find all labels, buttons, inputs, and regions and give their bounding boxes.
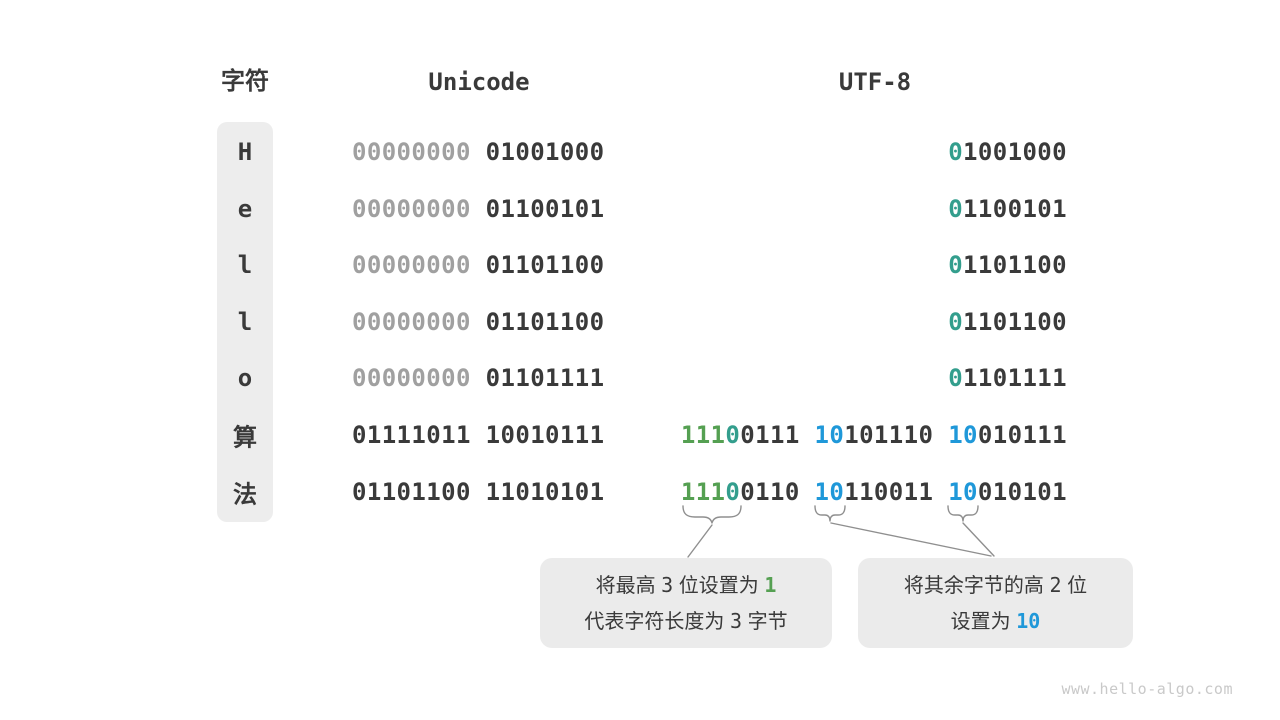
column-header-utf8: UTF-8 xyxy=(838,68,912,96)
bit-segment-num: 2 xyxy=(1049,573,1062,597)
bit-segment-blue: 10 xyxy=(948,420,978,449)
bit-segment-green: 1 xyxy=(764,573,777,597)
bit-segment-dark: 1100101 xyxy=(963,194,1067,223)
unicode-bits: 01111011 10010111 xyxy=(352,421,604,449)
bit-segment-dark: 0111 xyxy=(740,420,815,449)
connector-line-left-note xyxy=(687,524,713,558)
note-continuation-bytes: 将其余字节的高 2 位设置为 10 xyxy=(858,558,1133,648)
connector-line-second-byte xyxy=(830,522,992,557)
bit-segment-teal: 0 xyxy=(948,307,964,336)
bit-segment-dark: 0110 xyxy=(740,477,815,506)
bit-segment-dark: 1101100 xyxy=(963,307,1067,336)
bit-segment-text: 代表字符长度为 xyxy=(584,611,730,633)
bit-segment-text: 将其余字节的高 xyxy=(903,575,1050,597)
bit-segment-dark: 110011 xyxy=(844,477,949,506)
utf8-bits: 11100111 10101110 10010111 xyxy=(681,421,1067,449)
bit-segment-green: 111 xyxy=(680,477,726,506)
column-header-unicode: Unicode xyxy=(428,68,530,96)
bit-segment-dark: 01101100 11010101 xyxy=(352,477,605,506)
utf8-bits: 01101100 xyxy=(948,308,1067,336)
watermark: www.hello-algo.com xyxy=(1061,680,1233,698)
bit-segment-text: 将最高 xyxy=(595,575,662,597)
utf8-bits: 11100110 10110011 10010101 xyxy=(681,478,1067,506)
bit-segment-teal: 0 xyxy=(948,364,964,393)
unicode-bits: 01101100 11010101 xyxy=(352,478,604,506)
bit-segment-dark: 01101100 xyxy=(470,307,605,336)
character-cell: H xyxy=(237,137,253,166)
note-line: 将其余字节的高 2 位 xyxy=(858,567,1133,603)
unicode-bits: 00000000 01101111 xyxy=(352,364,604,392)
bit-segment-dark: 010101 xyxy=(977,477,1067,506)
bit-segment-dark: 010111 xyxy=(977,420,1067,449)
character-cell: 算 xyxy=(233,423,257,452)
unicode-bits: 00000000 01100101 xyxy=(352,195,604,223)
bit-segment-dark: 1101100 xyxy=(963,251,1067,280)
bit-segment-blue: 10 xyxy=(814,477,845,506)
bit-segment-gray: 00000000 xyxy=(352,194,471,223)
utf8-bits: 01101111 xyxy=(948,364,1067,392)
bit-segment-gray: 00000000 xyxy=(352,137,471,166)
bit-segment-teal: 0 xyxy=(725,420,741,449)
bit-segment-blue: 10 xyxy=(814,420,845,449)
character-cell: e xyxy=(237,194,253,223)
note-line: 设置为 10 xyxy=(858,603,1133,639)
bit-segment-dark: 01101111 xyxy=(470,364,605,393)
bit-segment-gray: 00000000 xyxy=(352,251,471,280)
bit-segment-gray: 00000000 xyxy=(352,307,471,336)
bit-segment-num: 3 xyxy=(661,573,674,597)
bit-segment-text: 设置为 xyxy=(950,611,1017,633)
character-cell: o xyxy=(237,364,253,393)
bit-segment-dark: 01101100 xyxy=(470,251,605,280)
bit-segment-num: 3 xyxy=(729,609,743,633)
character-cell: l xyxy=(237,251,253,280)
bit-segment-teal: 0 xyxy=(725,477,741,506)
utf8-bits: 01100101 xyxy=(948,195,1067,223)
bit-segment-green: 111 xyxy=(680,420,726,449)
character-cell: l xyxy=(237,307,253,336)
bit-segment-blue: 10 xyxy=(948,477,978,506)
bit-segment-blue: 10 xyxy=(1016,609,1041,633)
bit-segment-teal: 0 xyxy=(948,251,964,280)
unicode-bits: 00000000 01101100 xyxy=(352,251,604,279)
bit-segment-text: 字节 xyxy=(742,611,788,633)
bit-segment-dark: 01001000 xyxy=(470,137,605,166)
bit-segment-text: 位设置为 xyxy=(673,575,765,597)
note-line: 代表字符长度为 3 字节 xyxy=(540,603,832,639)
bit-segment-dark: 01100101 xyxy=(470,194,605,223)
connector-line-third-byte xyxy=(962,522,995,557)
utf8-bits: 01101100 xyxy=(948,251,1067,279)
character-column-background xyxy=(217,122,273,522)
bit-segment-dark: 01111011 10010111 xyxy=(352,420,605,449)
note-line: 将最高 3 位设置为 1 xyxy=(540,567,832,603)
utf8-bits: 01001000 xyxy=(948,138,1067,166)
bit-segment-teal: 0 xyxy=(948,194,964,223)
unicode-bits: 00000000 01001000 xyxy=(352,138,604,166)
bit-segment-dark: 1001000 xyxy=(963,137,1067,166)
bit-segment-dark: 1101111 xyxy=(963,364,1067,393)
bit-segment-dark: 101110 xyxy=(844,420,949,449)
bit-segment-teal: 0 xyxy=(948,137,964,166)
column-header-char: 字符 xyxy=(221,68,269,95)
bit-segment-gray: 00000000 xyxy=(352,364,471,393)
character-cell: 法 xyxy=(233,480,257,509)
unicode-bits: 00000000 01101100 xyxy=(352,308,604,336)
bit-segment-text: 位 xyxy=(1061,575,1088,597)
